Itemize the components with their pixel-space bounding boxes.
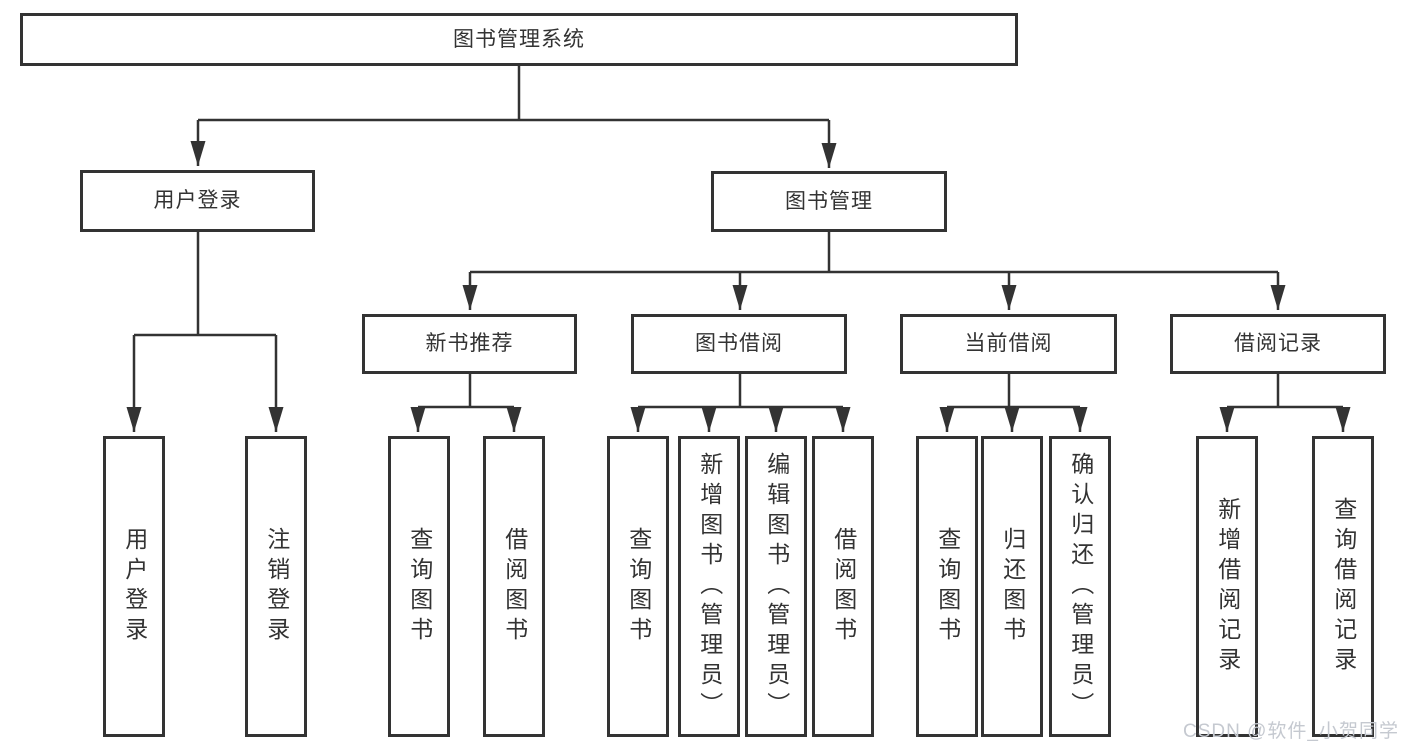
leaf-label: 用户登录 xyxy=(121,526,148,647)
leaf-label: 借阅图书 xyxy=(501,526,528,647)
leaf-add-borrow-record: 新增借阅记录 xyxy=(1196,436,1258,737)
leaf-borrow-books-1: 借阅图书 xyxy=(483,436,545,737)
leaf-edit-books-admin: 编辑图书（管理员） xyxy=(745,436,807,737)
leaf-label: 归还图书 xyxy=(999,526,1026,647)
node-book-borrow: 图书借阅 xyxy=(631,314,847,374)
leaf-label: 查询图书 xyxy=(406,526,433,647)
leaf-add-books-admin: 新增图书（管理员） xyxy=(678,436,740,737)
node-book-management-branch: 图书管理 xyxy=(711,171,947,232)
leaf-label: 借阅图书 xyxy=(830,526,857,647)
leaf-user-login: 用户登录 xyxy=(103,436,165,737)
leaf-label: 查询图书 xyxy=(934,526,961,647)
leaf-query-books-2: 查询图书 xyxy=(607,436,669,737)
leaf-label: 查询借阅记录 xyxy=(1330,496,1357,677)
leaf-return-books: 归还图书 xyxy=(981,436,1043,737)
leaf-logout: 注销登录 xyxy=(245,436,307,737)
leaf-label: 确认归还（管理员） xyxy=(1067,451,1094,722)
leaf-borrow-books-2: 借阅图书 xyxy=(812,436,874,737)
node-user-login-branch: 用户登录 xyxy=(80,170,315,232)
node-root-library-system: 图书管理系统 xyxy=(20,13,1018,66)
leaf-query-books-3: 查询图书 xyxy=(916,436,978,737)
leaf-label: 注销登录 xyxy=(263,526,290,647)
leaf-label: 编辑图书（管理员） xyxy=(763,451,790,722)
node-current-borrow: 当前借阅 xyxy=(900,314,1117,374)
leaf-query-books-1: 查询图书 xyxy=(388,436,450,737)
node-new-book-recommend: 新书推荐 xyxy=(362,314,577,374)
leaf-label: 查询图书 xyxy=(625,526,652,647)
leaf-confirm-return-admin: 确认归还（管理员） xyxy=(1049,436,1111,737)
node-borrow-records: 借阅记录 xyxy=(1170,314,1386,374)
leaf-query-borrow-record: 查询借阅记录 xyxy=(1312,436,1374,737)
leaf-label: 新增借阅记录 xyxy=(1214,496,1241,677)
leaf-label: 新增图书（管理员） xyxy=(696,451,723,722)
csdn-watermark: CSDN @软件_小贺同学 xyxy=(1183,721,1399,742)
